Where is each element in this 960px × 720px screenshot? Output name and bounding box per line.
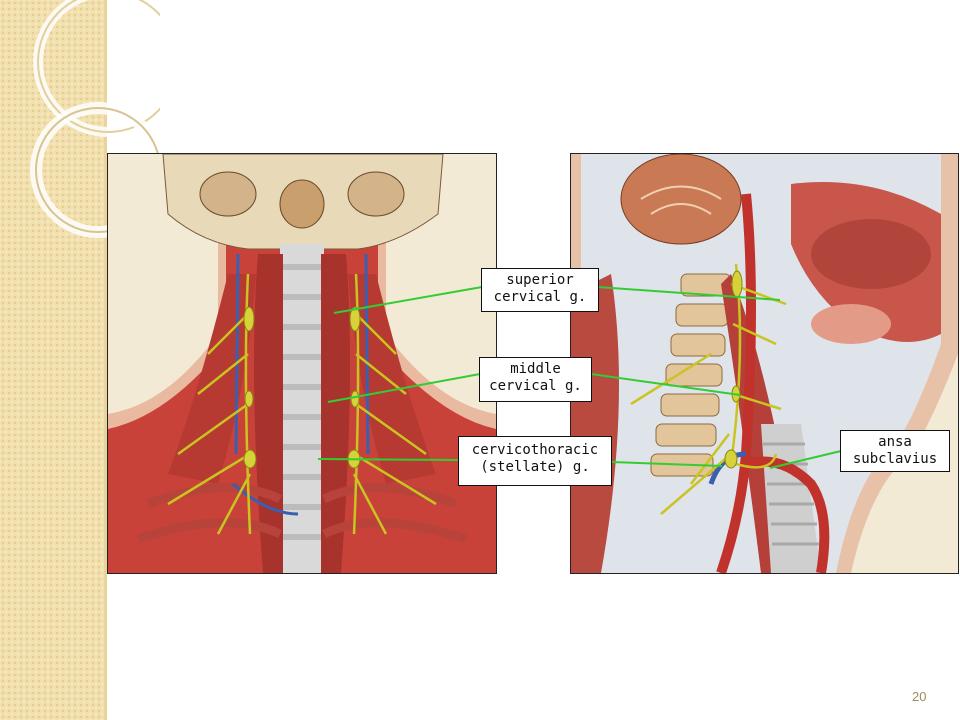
slide-page-number: 20 <box>912 689 927 704</box>
lateral-neck-illustration <box>570 153 959 574</box>
superior-cervical-ganglion-label: superior cervical g. <box>481 268 599 312</box>
ansa-subclavia-label: ansa subclavius <box>840 430 950 472</box>
decorative-rings <box>30 0 160 238</box>
middle-cervical-ganglion-label: middle cervical g. <box>479 357 592 402</box>
stellate-ganglion-label: cervicothoracic (stellate) g. <box>458 436 612 486</box>
posterior-neck-illustration <box>107 153 497 574</box>
